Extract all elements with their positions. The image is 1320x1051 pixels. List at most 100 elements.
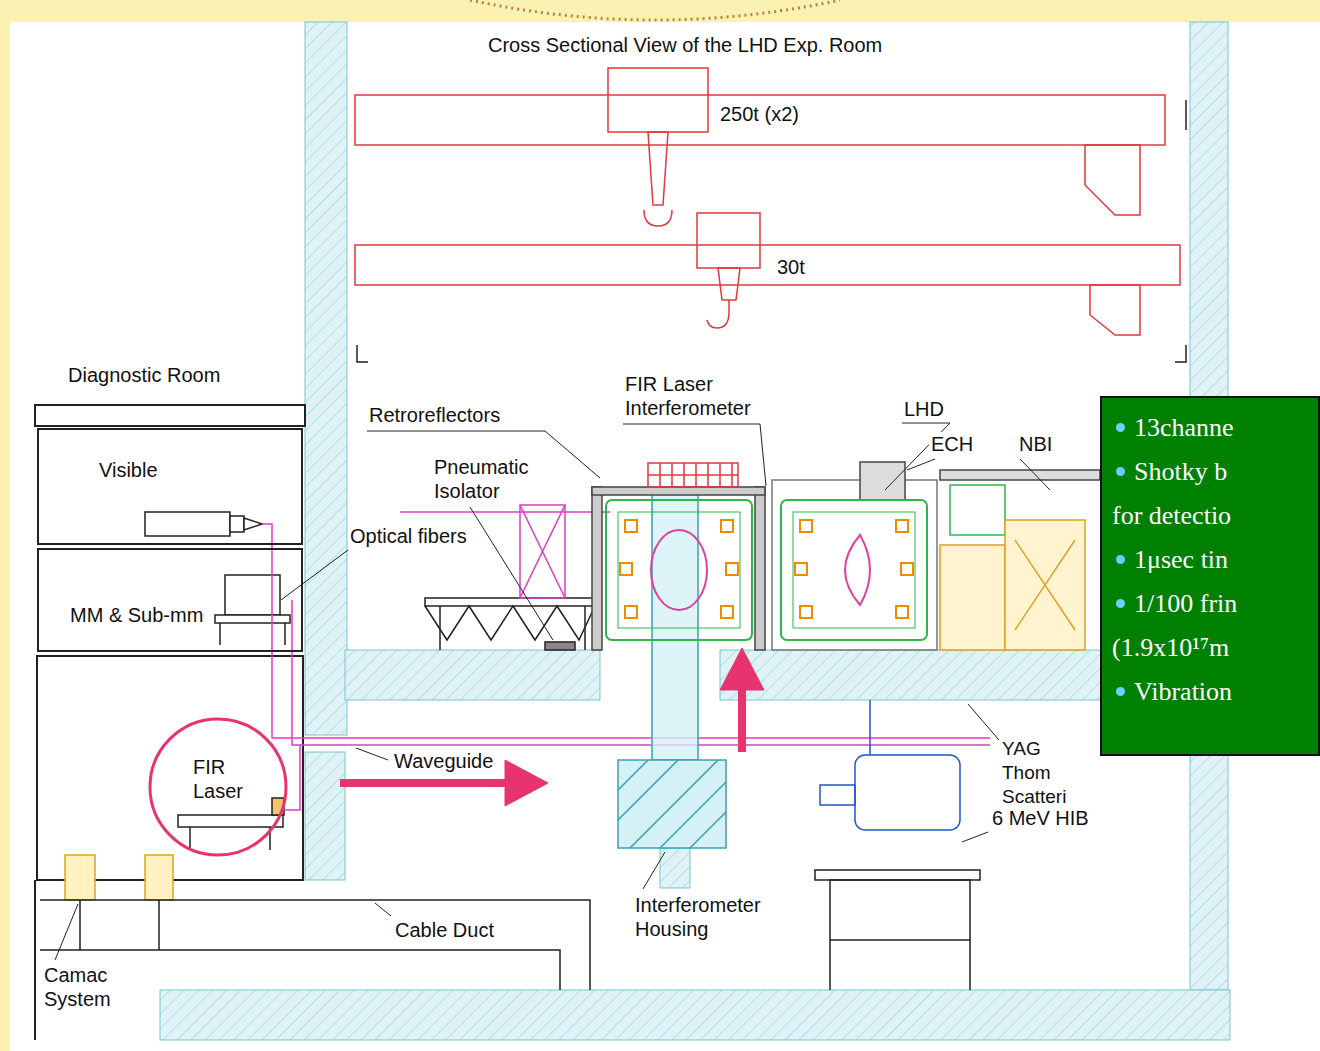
concrete-walls [160, 990, 1230, 1040]
lhd-cross-section [721, 520, 733, 532]
nbi-structure [940, 545, 1005, 650]
bullet-item: 1/100 frin (1.9x10¹⁷m [1102, 582, 1318, 670]
hibp-beam-line [830, 880, 970, 940]
leader-lines [968, 704, 999, 740]
overhead-cranes [608, 68, 708, 132]
overhead-cranes [707, 300, 729, 328]
fiber-and-waveguide-lines [400, 511, 610, 513]
lhd-cross-section [726, 563, 738, 575]
hibp-beam-line [830, 940, 970, 990]
lhd-cross-section [625, 606, 637, 618]
lhd-cross-section [896, 520, 908, 532]
flow-arrows [340, 779, 515, 787]
diagnostic-building-outline [37, 656, 303, 880]
retroreflector-structure [520, 505, 565, 598]
part-label: Cable Duct [393, 918, 496, 942]
interferometer-column [618, 490, 726, 848]
wall-brackets [1175, 345, 1186, 362]
concrete-walls [345, 650, 600, 700]
nbi-structure [1015, 540, 1075, 630]
bullet-text: 1/100 frin (1.9x10¹⁷m [1112, 582, 1247, 670]
lhd-cross-section [896, 606, 908, 618]
spectrometer-icon [230, 516, 244, 532]
room-box: Visible [37, 428, 303, 545]
overhead-cranes [648, 132, 668, 205]
leader-lines [55, 904, 78, 960]
hibp-beam-line [815, 870, 980, 880]
lhd-cross-section [793, 512, 915, 628]
circle-outline [150, 719, 286, 855]
concrete-walls [305, 22, 347, 735]
bullet-dot [1116, 687, 1125, 696]
frame-top-grid [648, 463, 738, 487]
overhead-cranes [1085, 145, 1140, 215]
part-label: Retroreflectors [367, 403, 502, 427]
label-anchor: YAG Thom Scatteri [1000, 737, 1096, 809]
background [10, 22, 1320, 1051]
cable-duct [40, 950, 560, 990]
flow-arrows [738, 680, 746, 752]
spectrometer-icon [244, 518, 262, 530]
cable-duct [40, 900, 590, 990]
part-label: Pneumatic Isolator [432, 455, 531, 503]
label-anchor: Retroreflectors [367, 403, 502, 427]
truss-platform [425, 598, 595, 650]
fiber-and-waveguide-lines [262, 524, 990, 738]
truss-platform [425, 606, 595, 640]
leader-lines [375, 903, 391, 916]
fir-laser-table [178, 798, 284, 850]
fir-laser-table [178, 815, 283, 827]
part-label: NBI [1017, 432, 1054, 456]
flow-arrows [340, 648, 764, 806]
lhd-cross-section [901, 563, 913, 575]
label-anchor: Optical fibers [348, 524, 469, 548]
spectrometer-icon [145, 512, 230, 536]
bullet-item: 13channe [1102, 406, 1318, 450]
label-anchor: 6 MeV HIB [990, 806, 1091, 830]
part-label: ECH [929, 432, 975, 456]
part-label: YAG Thom Scatteri [1000, 737, 1096, 809]
label-anchor: Cable Duct [393, 918, 496, 942]
diagnostic-building: Diagnostic RoomVisibleMM & Sub-mmFIR Las… [35, 355, 307, 885]
leader-lines [623, 424, 766, 486]
part-label: 6 MeV HIB [990, 806, 1091, 830]
overhead-cranes [644, 210, 672, 226]
lhd-cross-section [860, 462, 905, 500]
truss-platform [425, 598, 595, 606]
title-anchor: Cross Sectional View of the LHD Exp. Roo… [486, 33, 884, 57]
wall-brackets [357, 345, 368, 362]
diagnostic-building-outline [35, 405, 305, 1040]
mm-instrument-icon [215, 575, 290, 645]
label-anchor: 30t [775, 255, 807, 279]
lhd-cross-section [800, 520, 812, 532]
retroreflector-structure [520, 505, 565, 598]
bullet-text: 13channe [1112, 406, 1247, 450]
bullet-dot [1116, 423, 1125, 432]
interferometer-column [618, 760, 726, 848]
lhd-cross-section [651, 530, 707, 610]
interferometer-frame [592, 487, 602, 650]
leader-lines [907, 459, 935, 470]
cable-duct [79, 900, 81, 950]
overhead-cranes [355, 245, 1180, 285]
bullet-text: Vibration [1112, 670, 1247, 714]
lhd-cross-section [625, 520, 637, 532]
overhead-cranes [355, 95, 1165, 145]
lhd-cross-section [772, 480, 937, 650]
nbi-structure [1005, 520, 1085, 650]
label-anchor: LHD [902, 397, 946, 421]
lhd-cross-section [606, 500, 752, 640]
label-anchor: FIR Laser Interferometer [623, 372, 753, 420]
bullet-item: 1μsec tin [1102, 538, 1318, 582]
interferometer-frame [592, 487, 765, 495]
bullet-item: Vibration [1102, 670, 1318, 714]
nbi-structure [940, 470, 1100, 480]
truss-platform [584, 606, 586, 650]
hibp-beam-line [869, 700, 871, 755]
label-anchor: Waveguide [392, 749, 495, 773]
concrete-walls [305, 752, 345, 880]
crane-capacity: 250t (x2) [718, 102, 801, 126]
truss-platform [439, 606, 441, 650]
lhd-cross-section [620, 563, 632, 575]
